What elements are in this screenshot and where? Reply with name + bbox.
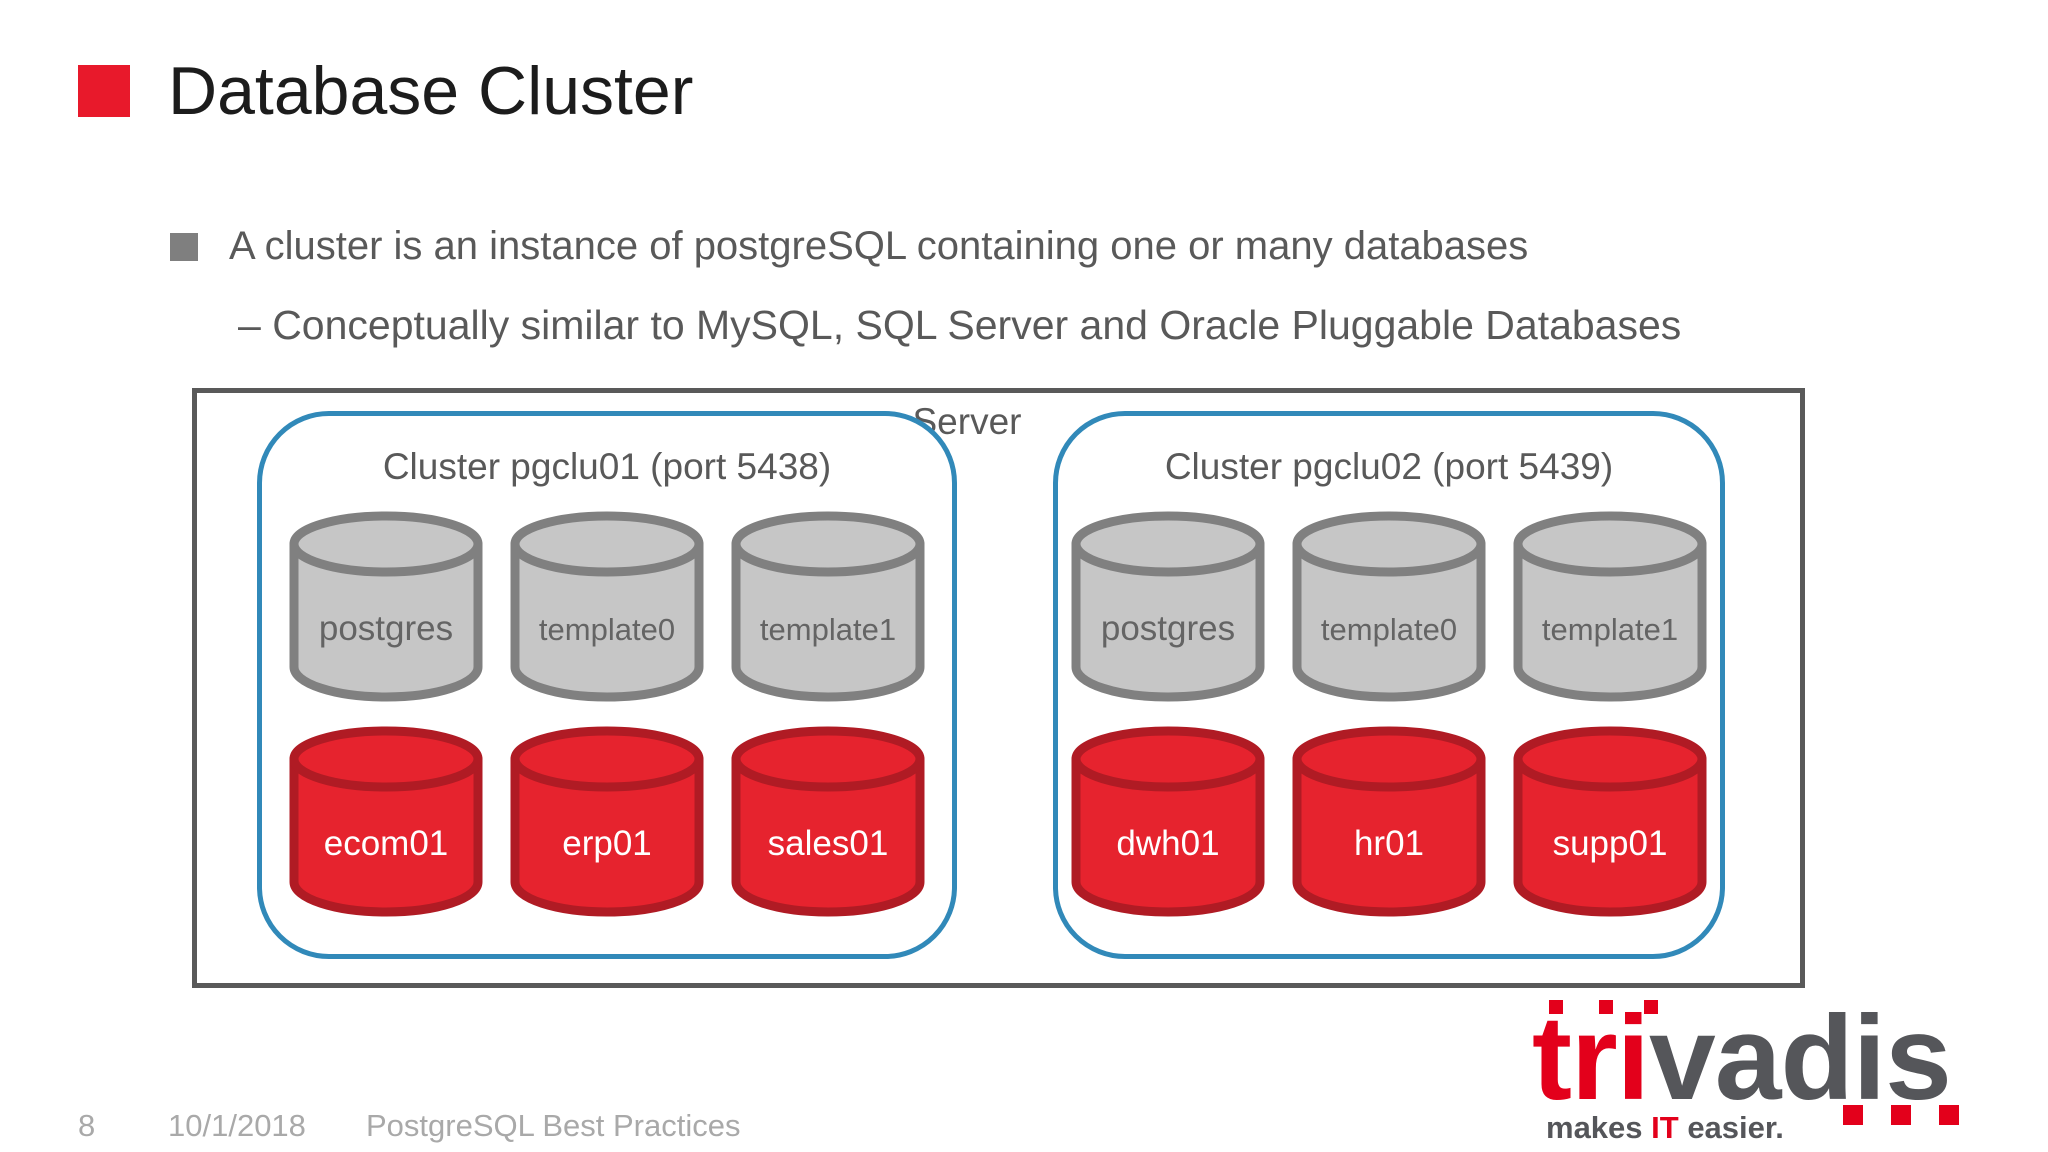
server-box: Server Cluster pgclu01 (port 5438) postg… <box>192 388 1805 988</box>
logo-tagline: makes IT easier. <box>1546 1110 1784 1146</box>
logo-word-vadis: vadis <box>1649 991 1952 1125</box>
tagline-prefix: makes <box>1546 1110 1652 1145</box>
cylinder-top <box>731 726 925 792</box>
cylinder-body <box>1071 539 1265 702</box>
database-name: sales01 <box>768 824 889 863</box>
database-cylinder-icon: supp01 <box>1513 726 1707 917</box>
slide-header: Database Cluster <box>78 52 693 130</box>
cylinder-body <box>510 754 704 917</box>
logo-square-dot-icon <box>1599 1000 1613 1014</box>
bullet-text: A cluster is an instance of postgreSQL c… <box>229 224 1529 268</box>
database-cylinder-icon: hr01 <box>1292 726 1486 917</box>
cylinder-top <box>1292 726 1486 792</box>
cylinder-top <box>510 726 704 792</box>
logo-word-tri: tri <box>1532 991 1650 1125</box>
cylinder-top <box>1071 726 1265 792</box>
logo-square-dot-icon <box>1549 1000 1563 1014</box>
database-cylinder-icon: template1 <box>1513 511 1707 702</box>
page-number: 8 <box>78 1108 96 1143</box>
database-name: postgres <box>1101 609 1235 648</box>
cylinder-body <box>1292 754 1486 917</box>
sub-bullet-text: – Conceptually similar to MySQL, SQL Ser… <box>238 302 1682 348</box>
cylinder-body <box>1513 754 1707 917</box>
database-name: erp01 <box>562 824 652 863</box>
cylinder-body <box>1292 539 1486 702</box>
cylinder-top <box>1292 511 1486 577</box>
cylinder-body <box>731 754 925 917</box>
page-title: Database Cluster <box>168 53 694 129</box>
database-name: template1 <box>760 612 896 647</box>
database-name: template1 <box>1542 612 1678 647</box>
cylinder-body <box>289 539 483 702</box>
cylinder-body <box>1071 754 1265 917</box>
database-cylinder-icon: erp01 <box>510 726 704 917</box>
database-cylinder-icon: dwh01 <box>1071 726 1265 917</box>
title-accent-square-icon <box>78 65 130 117</box>
database-cylinder-icon: template0 <box>510 511 704 702</box>
cylinder-top <box>289 511 483 577</box>
cylinder-top <box>1071 511 1265 577</box>
cluster-title: Cluster pgclu02 (port 5439) <box>1164 446 1614 487</box>
system-databases-row: postgres template0 template1 <box>286 510 928 705</box>
cylinder-body <box>510 539 704 702</box>
database-name: supp01 <box>1553 824 1668 863</box>
database-name: postgres <box>319 609 453 648</box>
database-cylinder-icon: sales01 <box>731 726 925 917</box>
footer-presentation-title: PostgreSQL Best Practices <box>366 1108 741 1143</box>
user-databases-row: dwh01 hr01 supp01 <box>1068 725 1710 920</box>
cylinder-body <box>289 754 483 917</box>
cylinder-top <box>510 511 704 577</box>
logo-square-dot-icon <box>1843 1105 1863 1125</box>
logo-square-dot-icon <box>1891 1105 1911 1125</box>
database-name: dwh01 <box>1116 824 1219 863</box>
database-name: hr01 <box>1354 824 1424 863</box>
cylinder-top <box>1513 511 1707 577</box>
cylinder-body <box>731 539 925 702</box>
cylinder-top <box>1513 726 1707 792</box>
database-cylinder-icon: ecom01 <box>289 726 483 917</box>
cluster-title: Cluster pgclu01 (port 5438) <box>382 446 832 487</box>
bullet-square-icon <box>170 232 198 261</box>
logo-square-dot-icon <box>1939 1105 1959 1125</box>
trivadis-logo: trivadis makes IT easier. <box>1532 998 1992 1148</box>
cluster-box-pgclu01: Cluster pgclu01 (port 5438) postgres tem… <box>257 411 957 959</box>
cylinder-top <box>731 511 925 577</box>
bullet-line: A cluster is an instance of postgreSQL c… <box>170 224 1528 269</box>
system-databases-row: postgres template0 template1 <box>1068 510 1710 705</box>
tagline-highlight: IT <box>1651 1110 1679 1145</box>
database-name: template0 <box>539 612 675 647</box>
user-databases-row: ecom01 erp01 sales01 <box>286 725 928 920</box>
footer-date: 10/1/2018 <box>168 1108 306 1143</box>
cylinder-top <box>289 726 483 792</box>
logo-wordmark: trivadis <box>1532 998 1952 1118</box>
cylinder-body <box>1513 539 1707 702</box>
database-cylinder-icon: postgres <box>289 511 483 702</box>
database-cylinder-icon: template0 <box>1292 511 1486 702</box>
tagline-suffix: easier. <box>1678 1110 1784 1145</box>
database-name: template0 <box>1321 612 1457 647</box>
cluster-box-pgclu02: Cluster pgclu02 (port 5439) postgres tem… <box>1053 411 1725 959</box>
database-cylinder-icon: template1 <box>731 511 925 702</box>
database-cylinder-icon: postgres <box>1071 511 1265 702</box>
logo-square-dot-icon <box>1644 1000 1658 1014</box>
database-name: ecom01 <box>324 824 449 863</box>
